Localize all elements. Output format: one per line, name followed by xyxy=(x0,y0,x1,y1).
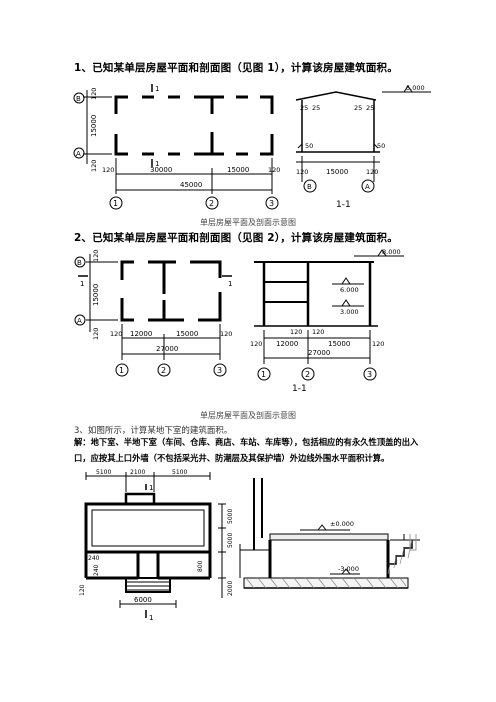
q2-dim-left-top: 120 xyxy=(92,250,100,262)
q2-axis-1: 1 xyxy=(119,366,124,375)
q2-sec-axis-3: 3 xyxy=(367,370,372,379)
q2-sec-label: 1-1 xyxy=(292,384,307,394)
q1-sec-d4: 25 xyxy=(366,104,374,112)
q1-axis-2: 2 xyxy=(209,199,214,208)
q2-dim-bottom-2: 12000 xyxy=(130,330,152,338)
q2-sec-total: 27000 xyxy=(308,349,330,357)
q1-sec-side-left: 50 xyxy=(305,142,313,150)
q1-dim-left-top: 120 xyxy=(90,88,98,100)
q2-sec-top-1: 120 xyxy=(290,328,302,336)
q2-sec-bottom-3: 15000 xyxy=(328,340,350,348)
q2-dim-bottom-1: 120 xyxy=(110,330,122,338)
q1-plan-drawing: B A 1 1 120 15000 120 120 30000 15000 12… xyxy=(73,84,280,210)
q3-dim-left-3: 120 xyxy=(79,584,86,596)
q3-dim-right-1: 5000 xyxy=(227,509,234,524)
q2-sec-top-2: 120 xyxy=(312,328,324,336)
q2-dim-bottom-3: 15000 xyxy=(176,330,198,338)
q1-dim-bottom-3: 15000 xyxy=(227,166,249,174)
q1-sec-side-right: 50 xyxy=(377,142,385,150)
question-1-title: 1、已知某单层房屋平面和剖面图（见图 1），计算该房屋建筑面积。 xyxy=(74,62,398,74)
q2-plan-drawing: B A 1 1 120 15000 120 120 12000 15000 12… xyxy=(74,250,232,377)
q1-sec-d1: 25 xyxy=(300,104,308,112)
q1-axis-1: 1 xyxy=(113,199,118,208)
q1-dim-left-bottom: 120 xyxy=(90,160,98,172)
q3-plan-drawing: 5100 2100 5100 1 5000 5000 800 2000 240 … xyxy=(79,469,234,622)
q2-sec-bottom-4: 120 xyxy=(372,340,384,348)
q2-section-mark-left: 1 xyxy=(80,280,84,288)
q2-caption: 单层房屋平面及剖面示意图 xyxy=(200,411,296,420)
q2-axis-B: B xyxy=(77,259,82,267)
q2-sec-bottom-2: 12000 xyxy=(276,340,298,348)
q2-axis-3: 3 xyxy=(217,366,222,375)
q1-section-drawing: 5.000 25 25 25 25 50 50 120 15000 120 B … xyxy=(295,84,431,210)
q3-dim-right-4: 2000 xyxy=(227,581,234,596)
q1-sec-elev: 5.000 xyxy=(406,84,425,92)
q1-sec-bottom-2: 15000 xyxy=(326,168,348,176)
q3-dim-top-1: 5100 xyxy=(96,469,111,476)
q3-section-drawing: ±0.000 -3.000 xyxy=(239,478,420,589)
q1-dim-left-mid: 15000 xyxy=(90,115,98,137)
q1-sec-bottom-1: 120 xyxy=(296,168,308,176)
q2-sec-elev-2: 6.000 xyxy=(340,286,359,294)
q3-section-mark-top: 1 xyxy=(149,484,153,492)
q1-sec-d2: 25 xyxy=(312,104,320,112)
q1-section-mark-top: 1 xyxy=(155,85,159,93)
q2-sec-axis-2: 2 xyxy=(305,370,310,379)
q1-axis-B: B xyxy=(76,95,81,103)
q1-section-mark-bottom: 1 xyxy=(155,160,159,168)
q2-sec-bottom-1: 120 xyxy=(250,340,262,348)
q2-section-drawing: 8.000 6.000 3.000 120 120 120 12000 1500… xyxy=(250,248,404,394)
q1-dim-bottom-1: 120 xyxy=(102,166,114,174)
q1-sec-axis-B: B xyxy=(307,183,312,191)
q3-dim-top-3: 5100 xyxy=(172,469,187,476)
q2-sec-elev-1: 8.000 xyxy=(382,248,401,256)
question-3-title: 3、如图所示，计算某地下室的建筑面积。 xyxy=(74,426,233,436)
q1-axis-3: 3 xyxy=(269,199,274,208)
q2-dim-left-bottom: 120 xyxy=(92,328,100,340)
q3-dim-right-3: 800 xyxy=(197,560,204,572)
q2-section-mark-right: 1 xyxy=(228,280,232,288)
q2-dim-bottom-4: 120 xyxy=(220,330,232,338)
q1-dim-total: 45000 xyxy=(180,181,202,189)
q3-sec-elev-2: -3.000 xyxy=(338,565,359,573)
question-3-explanation: 解：地下室、半地下室（车间、仓库、商店、车站、车库等），包括相应的有永久性顶盖的… xyxy=(74,437,419,463)
q1-sec-label: 1-1 xyxy=(336,200,351,210)
q3-section-mark-bottom: 1 xyxy=(149,614,153,622)
q2-axis-2: 2 xyxy=(161,366,166,375)
q2-sec-elev-3: 3.000 xyxy=(340,308,359,316)
q3-dim-right-2: 5000 xyxy=(227,533,234,548)
q3-dim-left-2: 240 xyxy=(93,564,100,576)
q3-dim-left-1: 240 xyxy=(88,555,100,562)
question-2-title: 2、已知某单层房屋平面和剖面图（见图 2），计算该房屋建筑面积。 xyxy=(74,232,398,244)
q1-sec-bottom-3: 120 xyxy=(366,168,378,176)
q3-dim-bottom: 6000 xyxy=(134,596,152,604)
q1-caption: 单层房屋平面及剖面示意图 xyxy=(200,218,296,227)
q2-sec-axis-1: 1 xyxy=(261,370,266,379)
q1-sec-d3: 25 xyxy=(354,104,362,112)
q1-sec-axis-A: A xyxy=(365,183,370,191)
q1-dim-bottom-2: 30000 xyxy=(150,166,172,174)
q3-dim-top-2: 2100 xyxy=(130,469,145,476)
q3-sec-elev-1: ±0.000 xyxy=(330,520,354,528)
q2-axis-A: A xyxy=(77,317,82,325)
q1-axis-A: A xyxy=(76,150,81,158)
q1-dim-bottom-4: 120 xyxy=(268,166,280,174)
q2-dim-total: 27000 xyxy=(156,345,178,353)
q2-dim-left-mid: 15000 xyxy=(92,284,100,306)
